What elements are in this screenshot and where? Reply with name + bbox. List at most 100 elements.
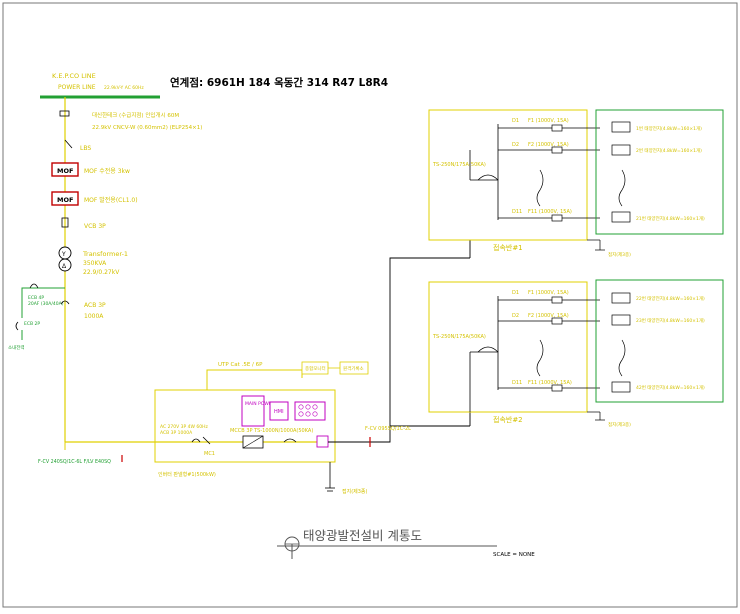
hmi-box — [269, 401, 289, 421]
lbs-switch — [64, 139, 73, 149]
pv1-ellipsis — [618, 169, 626, 207]
pv-string-22: 22번 태양전지(4.8kW=160×1개) — [636, 295, 705, 302]
junction-box-1-frame — [428, 109, 588, 241]
inverter-acb-symbol — [191, 438, 201, 443]
monitor-2: 원격기록소 — [343, 365, 364, 372]
acb-symbol — [60, 300, 70, 305]
pv-panel-icon — [611, 144, 631, 156]
meter-dial — [312, 411, 318, 417]
mc1-label: MC1 — [204, 451, 215, 457]
junction-box-2-frame — [428, 281, 588, 413]
pv-array-1: 1번 태양전지(4.8kW=160×1개) 2번 태양전지(4.8kW=160×… — [611, 121, 705, 223]
inverter-panel — [154, 389, 336, 463]
inverter-acb: ACB 3P 1000A — [160, 430, 193, 436]
jb2-fuse-2: F2 (1000V, 15A) — [528, 313, 569, 319]
utp-line — [206, 369, 303, 390]
aux-breaker-1 — [29, 283, 39, 289]
pv2-ellipsis — [618, 339, 626, 377]
power-line-label: POWER LINE — [58, 84, 96, 91]
acb-rating: 1000A — [84, 313, 104, 320]
pv-panel-icon — [611, 314, 631, 326]
jb1-fuse-symbol — [551, 214, 563, 222]
jb2-diode-3: D11 — [512, 380, 522, 386]
ground-main: 접지(제3종) — [342, 488, 368, 495]
meter-dial — [305, 411, 311, 417]
incoming-cable-2: 22.9kV CNCV-W (0.60mm2) (ELP254×1) — [92, 125, 202, 131]
pv-panel-icon — [611, 381, 631, 393]
pv-string-23: 23번 태양전지(4.8kW=160×1개) — [636, 317, 705, 324]
meter-dial — [298, 404, 304, 410]
header-code: 연계점: 6961H 184 옥동간 314 R47 L8R4 — [170, 76, 388, 89]
inverter-name: 인버터 판넬형#1(500kW) — [158, 471, 216, 478]
meter-dial — [305, 404, 311, 410]
pv-array-2-frame — [595, 279, 724, 403]
incoming-cable-1: 대신한테크 (수급지점) 인입개시 60M — [92, 111, 179, 119]
pv-string-2: 2번 태양전지(4.8kW=160×1개) — [636, 147, 702, 154]
inverter-unit-diagonal — [242, 435, 264, 449]
scale-label: SCALE = NONE — [493, 552, 535, 558]
mof1-label: MOF 수전용 3kw — [84, 167, 130, 175]
vcb-label: VCB 3P — [84, 223, 106, 230]
dc-cable-label: F-CV 095SQ/1C-2L — [365, 426, 411, 432]
jb2-label: 접속반#2 — [493, 415, 523, 424]
meter-dial — [298, 411, 304, 417]
pv-panel-icon — [611, 292, 631, 304]
jb2-breaker: TS-250N/175A(50KA) — [432, 334, 486, 340]
dc-cable-1 — [328, 257, 470, 443]
pv-string-21: 21번 태양전지(4.8kW=160×1개) — [636, 215, 705, 222]
pv-string-1: 1번 태양전지(4.8kW=160×1개) — [636, 125, 702, 132]
jb1-fuse-3: F11 (1000V, 15A) — [528, 209, 572, 215]
pv-panel-icon — [611, 121, 631, 133]
junction-box-1: TS-250N/175A(50KA) D1 D2 D11 F1 (1000V, … — [428, 109, 631, 258]
mof2-box — [51, 191, 79, 206]
monitor-1: 종합모니터 — [305, 365, 326, 372]
jb1-diode-2: D2 — [512, 142, 519, 148]
junction-box-2: TS-250N/175A(50KA) D1 D2 D11 F1 (1000V, … — [428, 281, 631, 428]
jb2-ground: 접지(제3종) — [608, 421, 631, 428]
power-line-spec: 22.9kV-Y AC 60Hz — [104, 85, 144, 91]
mof2-label: MOF 발전용(CL1.0) — [84, 196, 138, 204]
jb1-diode-3: D11 — [512, 209, 522, 215]
jb1-label: 접속반#1 — [493, 243, 523, 252]
lbs-label: LBS — [80, 145, 91, 152]
aux-label-1: ECB 4P — [28, 295, 44, 301]
jb1-breaker: TS-250N/175A(50KA) — [432, 162, 486, 168]
inverter-ac: AC 270V 3P 4W 60Hz — [160, 424, 209, 430]
main-power-box — [241, 395, 265, 427]
jb1-breaker-symbol — [477, 174, 499, 181]
jb1-fuse-1: F1 (1000V, 15A) — [528, 118, 569, 124]
jb1-ground: 접지(제3종) — [608, 251, 631, 258]
pv-array-1-frame — [595, 109, 724, 235]
jb1-fuse-symbol — [551, 124, 563, 132]
pv-panel-icon — [611, 211, 631, 223]
jb2-fuse-symbol — [551, 384, 563, 392]
aux-label-2: 20AF (30A/40A) — [28, 301, 64, 307]
monitor-box-2 — [339, 361, 369, 375]
transformer-2: 350KVA — [83, 260, 107, 267]
feeder-cable: F-CV 240SQ/1C-6L F/LV E40SQ — [38, 459, 111, 465]
dc-terminal — [316, 435, 329, 448]
transformer-1: Transformer-1 — [82, 250, 128, 258]
pv-array-2: 22번 태양전지(4.8kW=160×1개) 23번 태양전지(4.8kW=16… — [611, 292, 705, 393]
main-power-label: MAIN POWER (DSP) — [245, 401, 289, 407]
aux-label-4: 소내전력 — [8, 344, 25, 351]
mccb-symbol — [283, 438, 297, 443]
transformer-y: Y — [61, 251, 66, 258]
mof1-box — [51, 162, 79, 177]
mccb-label: MCCB 3P TS-1000N/1000A(50KA) — [230, 428, 313, 434]
jb1-ellipsis — [536, 169, 544, 207]
mof1-box-label: MOF — [57, 167, 73, 175]
aux-breaker-2 — [15, 321, 19, 331]
jb2-diode-2: D2 — [512, 313, 519, 319]
kepco-line-label: K.E.P.CO LINE — [52, 72, 96, 80]
transformer-d: Δ — [62, 263, 67, 270]
vcb-symbol — [61, 217, 69, 228]
hmi-label: HMI — [274, 409, 284, 415]
jb1-diode-1: D1 — [512, 118, 519, 124]
jb2-diode-1: D1 — [512, 290, 519, 296]
acb-label: ACB 3P — [84, 302, 106, 309]
aux-label-3: ECB 2P — [24, 321, 40, 327]
jb2-breaker-symbol — [477, 346, 499, 353]
